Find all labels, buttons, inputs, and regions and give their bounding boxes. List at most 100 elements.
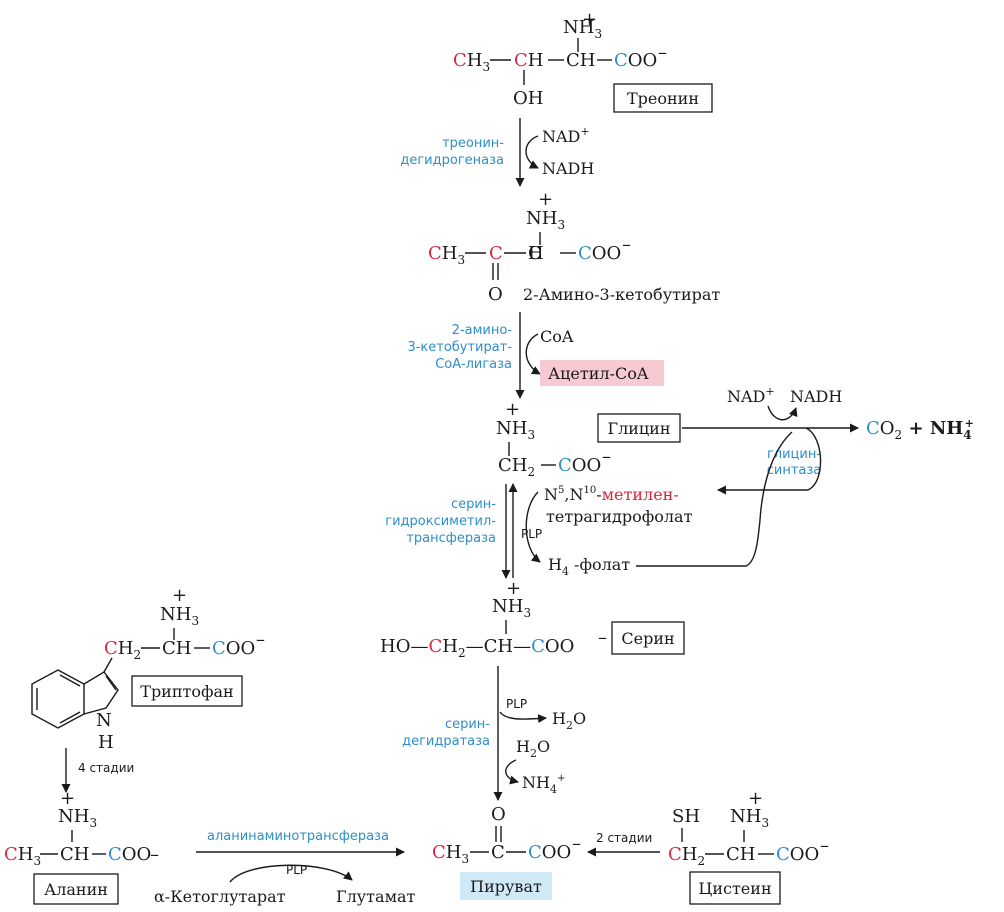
cysteine-to-pyruvate-step: 2 стадии [587,831,660,857]
cofactor-nadh: NADH [542,159,594,178]
enzyme-label: дегидратаза [402,734,490,749]
alanine-aminotransferase-step: аланинаминотрансфераза PLP α-Кетоглутара… [154,829,416,906]
pyrrole-ring [83,671,119,715]
ammonium-out: NH4+ [522,773,565,796]
svg-text:NH3: NH3 [526,208,565,232]
cofactor-nad: NAD+ [542,125,590,146]
cofactor-coa: CoA [540,327,574,346]
steps-label: 4 стадии [78,761,134,775]
alanine-structure: + NH3 CH3 CH COO – Аланин [4,788,159,905]
pyruvate-highlight [460,872,552,900]
svg-text:C: C [489,243,503,264]
glycine-box [597,413,681,443]
enzyme-label: серин- [451,497,496,512]
enzyme-label: серин- [445,717,490,732]
serine-label: Серин [621,629,674,648]
acetyl-coa-label: Ацетил-CoA [548,364,649,383]
svg-text:–: – [622,234,631,255]
svg-text:+: + [748,788,763,809]
svg-text:C: C [491,842,505,863]
threonine-structure: + NH3 CH3 CH CH COO – OH Треонин [453,9,713,113]
svg-text:CH: CH [566,50,595,71]
nh3-charge: + [582,9,597,30]
svg-text:H: H [98,732,114,753]
tryptophan-label: Триптофан [140,682,233,701]
svg-text:N: N [96,710,112,731]
svg-text:COO: COO [558,455,601,476]
svg-text:–: – [150,844,159,865]
svg-text:NH3: NH3 [730,806,769,830]
svg-text:NH3: NH3 [496,418,535,442]
svg-text:CH3: CH3 [432,842,469,866]
cysteine-structure: SH + NH3 CH2 CH COO – Цистеин [668,788,829,905]
glutamate-label: Глутамат [336,887,416,906]
alpha-ketoglutarate-label: α-Кетоглутарат [154,887,286,906]
serine-dehydratase-step: PLP H2O серин- дегидратаза H2O NH4+ [402,666,586,801]
svg-text:CH2: CH2 [498,455,535,479]
amino-ketobutyrate-structure: + NH3 CH3 C H C COO – O 2-Амино-3-кетобу… [428,189,720,305]
svg-text:–: – [658,42,667,63]
glycine-structure: + NH3 CH2 COO – Глицин [496,399,681,479]
svg-text:–: – [256,629,265,650]
plp-label: PLP [521,527,542,541]
glycine-synthase-step: NAD+ NADH CO2 + NH4+ глицин- синтаза [636,385,974,567]
threonine-box [613,83,713,113]
pyruvate-label: Пируват [470,877,542,896]
svg-text:+: + [506,578,521,599]
steps-label: 2 стадии [596,831,652,845]
benzene-ring [31,669,85,729]
svg-text:NH3: NH3 [492,596,531,620]
svg-text:CH3: CH3 [428,243,465,267]
svg-text:+: + [538,189,553,210]
svg-text:CH: CH [60,844,89,865]
threonine-dehydrogenase-step: треонин- дегидрогеназа NAD+ NADH [400,118,594,187]
co2-nh4-products: CO2 + NH4+ [866,417,974,442]
enzyme-label: 3-кетобутират- [407,340,512,355]
svg-text:+: + [172,585,187,606]
svg-text:COO: COO [528,842,571,863]
svg-text:–: – [820,835,829,856]
alanine-label: Аланин [44,880,108,899]
svg-text:O: O [491,804,506,825]
nh3-group: NH3 [563,17,602,41]
h4-folate-label: H4 -фолат [548,555,630,578]
enzyme-label: глицин- [767,447,821,462]
enzyme-label: гидроксиметил- [385,514,496,529]
svg-text:CH: CH [162,638,191,659]
acetylcoa-highlight [540,360,664,386]
amino-ketobutyrate-label: 2-Амино-3-кетобутират [523,285,720,304]
cysteine-box [689,871,781,905]
methylene-thf-label: N5,N10-метилен- [544,485,679,504]
svg-text:C: C [528,243,542,264]
svg-text:+: + [60,788,75,809]
glycine-label: Глицин [607,419,670,438]
svg-text:NH3: NH3 [58,806,97,830]
cofactor-nad: NAD+ [727,385,775,406]
shmt-step: серин- гидроксиметил- трансфераза PLP N5… [385,483,693,579]
enzyme-label: синтаза [767,463,822,478]
enzyme-label: треонин- [442,136,504,151]
svg-text:CH2: CH2 [668,844,705,868]
svg-text:CH2: CH2 [104,638,141,662]
water-in: H2O [516,737,550,760]
svg-text:–: – [602,446,611,467]
tryptophan-box [131,675,243,707]
ligase-step: 2-амино- 3-кетобутират- CoA-лигаза CoA А… [407,312,664,399]
alanine-box [33,873,119,905]
svg-text:COO: COO [212,638,255,659]
enzyme-label: трансфераза [406,531,496,546]
svg-text:O: O [488,284,503,305]
plp-label: PLP [286,863,307,877]
enzyme-label: дегидрогеназа [400,153,504,168]
serine-structure: + NH3 HO—CH2—CH—COO – Серин [380,578,685,660]
svg-text:CH: CH [514,50,543,71]
svg-text:COO: COO [108,844,151,865]
svg-text:–: – [572,833,581,854]
water-out: H2O [552,709,586,732]
cysteine-label: Цистеин [698,879,771,898]
methylene-thf-label-2: тетрагидрофолат [546,507,693,526]
svg-text:CH3: CH3 [4,844,41,868]
svg-text:SH: SH [672,806,700,827]
plp-label: PLP [506,697,527,711]
